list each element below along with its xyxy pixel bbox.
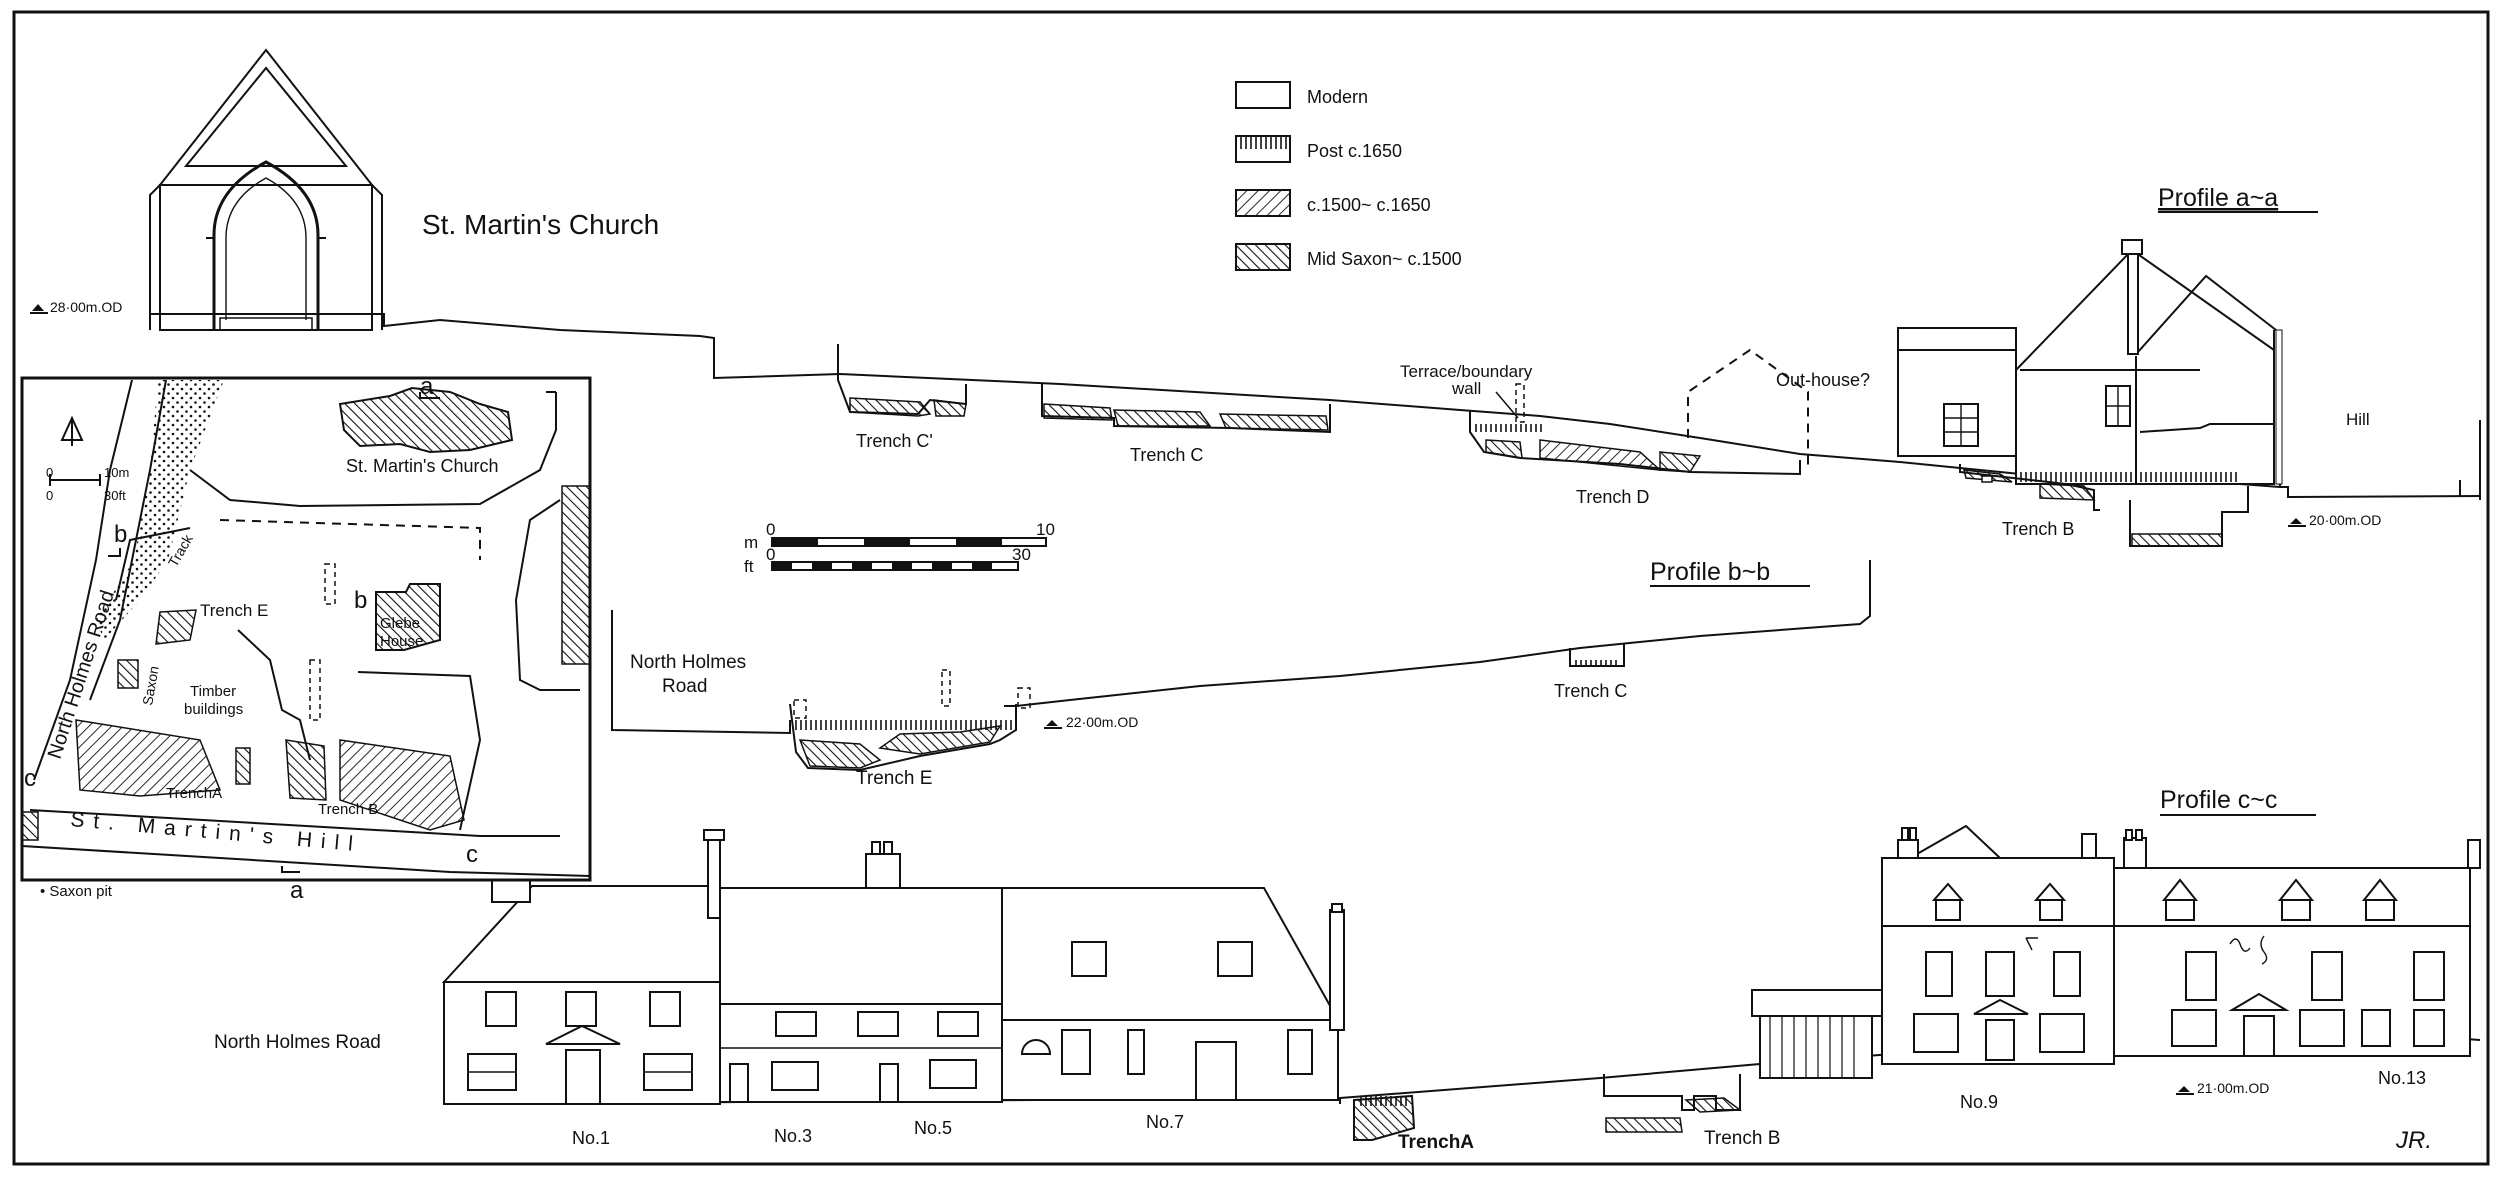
profile-aa-trench-b bbox=[1959, 464, 2249, 547]
house-label-no13: No.13 bbox=[2378, 1068, 2426, 1088]
profile-aa-title: Profile a~a bbox=[2158, 184, 2278, 212]
profile-bb-road-line2: Road bbox=[662, 676, 707, 697]
map-church-label: St. Martin's Church bbox=[346, 456, 498, 476]
house-label-no7: No.7 bbox=[1146, 1112, 1184, 1132]
map-scale-m-end: 10m bbox=[104, 465, 129, 480]
profile-aa-datum-label: 20·00m.OD bbox=[2309, 512, 2381, 528]
profile-cc-road-label: North Holmes Road bbox=[214, 1032, 381, 1053]
sheet-frame bbox=[12, 10, 2490, 1166]
profile-aa-hill-label: Hill bbox=[2346, 410, 2370, 429]
church-datum-label: 28·00m.OD bbox=[50, 299, 122, 315]
profile-aa-trench-c-prime-label: Trench C' bbox=[856, 431, 933, 451]
house-no7 bbox=[1001, 887, 1345, 1101]
church-elevation bbox=[149, 48, 383, 331]
house-label-no5: No.5 bbox=[914, 1118, 952, 1138]
house-no13 bbox=[2081, 829, 2481, 1057]
profile-aa-trench-d-label: Trench D bbox=[1576, 487, 1649, 507]
map-trench-a-label: TrenchA bbox=[166, 785, 222, 802]
profile-aa-trench-b-label: Trench B bbox=[2002, 519, 2074, 539]
scale-ft-end: 30 bbox=[1012, 545, 1031, 564]
church-title: St. Martin's Church bbox=[422, 209, 659, 240]
legend-label-c1500: c.1500~ c.1650 bbox=[1307, 195, 1431, 215]
map-section-b-left: b bbox=[114, 521, 127, 548]
map-section-c-left: c bbox=[24, 765, 36, 792]
map-scale-ft-end: 30ft bbox=[104, 488, 126, 503]
profile-aa-trench-d bbox=[1469, 383, 1801, 476]
map-saxon-pit-label: • Saxon pit bbox=[40, 883, 113, 900]
profile-cc-garage bbox=[1751, 989, 1883, 1079]
map-section-b-mid: b bbox=[354, 587, 367, 614]
profile-aa-terrace-line2: wall bbox=[1451, 379, 1481, 398]
map-section-a-bottom: a bbox=[290, 877, 304, 904]
site-map bbox=[20, 376, 592, 882]
profile-bb-trench-e bbox=[789, 669, 1031, 772]
scale-ft-label: ft bbox=[744, 557, 754, 576]
legend-label-midsaxon: Mid Saxon~ c.1500 bbox=[1307, 249, 1462, 269]
map-glebe-line2: House bbox=[380, 633, 423, 650]
house-no9 bbox=[1881, 824, 2115, 1065]
legend-swatch-c1500 bbox=[1235, 189, 1291, 217]
profile-cc-datum-label: 21·00m.OD bbox=[2197, 1080, 2269, 1096]
legend: Modern Post c.1650 c.1500~ c.1650 Mid Sa… bbox=[1235, 81, 1462, 271]
profile-bb-trench-e-label: Trench E bbox=[856, 768, 932, 789]
profile-bb-title: Profile b~b bbox=[1650, 558, 1770, 586]
house-no3-no5 bbox=[703, 829, 1003, 1103]
scale-bar bbox=[771, 537, 1047, 571]
profile-bb-ground bbox=[611, 560, 1871, 735]
map-scale-ft-start: 0 bbox=[46, 488, 53, 503]
profile-aa-trench-c bbox=[1041, 384, 1331, 434]
scale-m-label: m bbox=[744, 533, 758, 552]
house-label-no9: No.9 bbox=[1960, 1092, 1998, 1112]
map-section-c-right: c bbox=[466, 841, 478, 868]
profile-aa-house bbox=[1897, 239, 2283, 485]
profile-cc-trench-b bbox=[1603, 1074, 1743, 1133]
profile-cc-title: Profile c~c bbox=[2160, 786, 2277, 814]
scale-m-end: 10 bbox=[1036, 520, 1055, 539]
house-label-no1: No.1 bbox=[572, 1128, 610, 1148]
profile-bb-datum-label: 22·00m.OD bbox=[1066, 714, 1138, 730]
church-datum: 28·00m.OD bbox=[30, 299, 122, 315]
legend-label-modern: Modern bbox=[1307, 87, 1368, 107]
profile-aa-terrace-line1: Terrace/boundary bbox=[1400, 362, 1533, 381]
profile-aa-datum: 20·00m.OD bbox=[2288, 512, 2381, 528]
profile-cc-trench-a-label: TrenchA bbox=[1398, 1132, 1474, 1153]
map-glebe-line1: Glebe bbox=[380, 615, 420, 632]
scale-ft-start: 0 bbox=[766, 545, 775, 564]
map-trench-b-label: Trench B bbox=[318, 801, 378, 818]
profile-aa-trench-c-label: Trench C bbox=[1130, 445, 1203, 465]
scale-m-start: 0 bbox=[766, 520, 775, 539]
map-scale-m-start: 0 bbox=[46, 465, 53, 480]
house-no1 bbox=[441, 835, 721, 1105]
profile-aa-trench-c-prime bbox=[837, 344, 967, 417]
house-label-no3: No.3 bbox=[774, 1126, 812, 1146]
profile-bb-road-line1: North Holmes bbox=[630, 652, 746, 673]
map-saxon-label: Saxon bbox=[139, 665, 162, 707]
legend-swatch-midsaxon bbox=[1235, 243, 1291, 271]
profile-aa-outhouse bbox=[1687, 348, 1809, 470]
profile-cc-trench-a bbox=[1353, 1094, 1416, 1141]
legend-swatch-modern bbox=[1235, 81, 1291, 109]
map-timber-line1: Timber bbox=[190, 683, 236, 700]
profile-bb-datum: 22·00m.OD bbox=[1044, 714, 1138, 730]
map-timber-line2: buildings bbox=[184, 701, 243, 718]
map-trench-e-label: Trench E bbox=[200, 601, 268, 620]
profile-bb-trench-c-label: Trench C bbox=[1554, 681, 1627, 701]
profile-bb-trench-c bbox=[1569, 644, 1625, 667]
legend-label-post1650: Post c.1650 bbox=[1307, 141, 1402, 161]
signature: JR. bbox=[2395, 1127, 2432, 1154]
map-section-a-top: a bbox=[420, 373, 434, 400]
profile-cc-trench-b-label: Trench B bbox=[1704, 1128, 1780, 1149]
profile-aa-outhouse-label: Out-house? bbox=[1776, 370, 1870, 390]
profile-cc-datum: 21·00m.OD bbox=[2176, 1080, 2269, 1096]
